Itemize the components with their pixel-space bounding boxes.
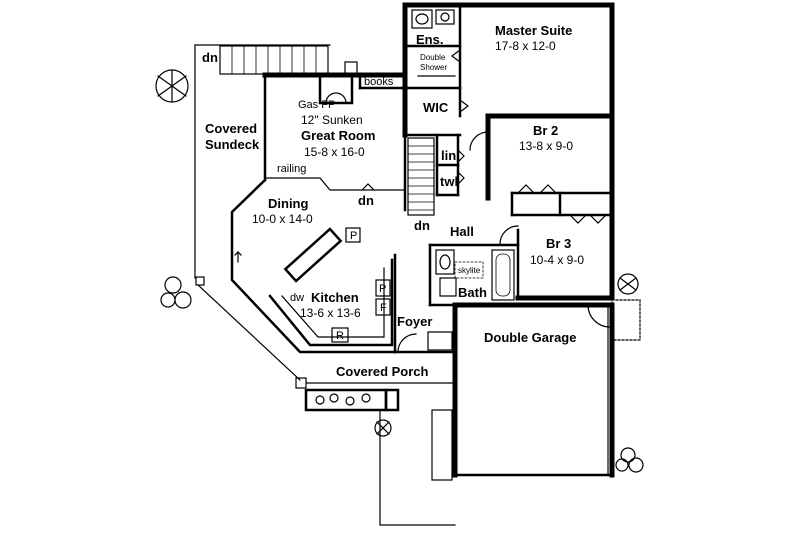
books-label: books [364,76,394,88]
shrub-icon [374,419,392,437]
skylite-outline [454,261,484,279]
toilet-icon [411,9,433,29]
double-shower-label-2: Shower [420,63,447,72]
double-shower-label-1: Double [420,53,446,62]
range-label: R [336,330,344,342]
railing-label: railing [277,163,306,175]
bath-sink-icon [439,277,457,297]
door-swing-wic [459,99,469,113]
kitchen-label: Kitchen [311,290,359,305]
pantry-box-1 [345,227,361,243]
fridge-label: F [380,302,387,314]
dining-dims: 10-0 x 14-0 [252,212,313,226]
bath-toilet-icon [435,249,455,275]
sundeck-stair-dn: dn [202,50,218,65]
great-room-sunken-label: 12" Sunken [301,113,363,127]
lin-twl-doors [457,149,465,185]
door-swing-br2 [469,131,489,151]
kitchen-dims: 13-6 x 13-6 [300,306,361,320]
sundeck-label-1: Covered [205,121,257,136]
tree-icon [155,69,189,103]
master-suite-walls [402,2,615,138]
chimney [344,61,358,75]
br3-dims: 10-4 x 9-0 [530,253,584,267]
hall-label: Hall [450,224,474,239]
br2-label: Br 2 [533,123,558,138]
shrub-icon [615,447,644,473]
ensuite-label: Ens. [416,32,443,47]
hall-stair-dn: dn [414,218,430,233]
great-room-step-arrow [361,183,375,191]
gas-fp-label: Gas FP [298,99,335,111]
bathtub-icon [491,249,515,301]
skylite-label: skylite [458,266,481,275]
deck-stair [219,45,329,75]
hall-stair [407,137,435,216]
master-suite-dims: 17-8 x 12-0 [495,39,556,53]
great-room-dn: dn [358,193,374,208]
closet-doors-br3 [569,214,607,224]
railing-line [264,177,406,191]
door-swing-br3 [499,225,519,245]
foyer-label: Foyer [397,314,432,329]
fridge-box [375,298,391,316]
master-suite-label: Master Suite [495,23,572,38]
garage-side-door [587,304,611,328]
great-room-walls [262,61,408,191]
garage-side-path [611,299,641,341]
kitchen-island [283,227,343,283]
porch-column [384,388,400,412]
garage-walls [452,299,641,478]
shrub-icon [160,276,192,309]
sundeck-outline [194,44,331,381]
dining-kitchen-walls [230,178,397,354]
porch-label: Covered Porch [336,364,429,379]
br3-label: Br 3 [546,236,571,251]
range-box [331,327,349,343]
bath-label: Bath [458,285,487,300]
twl-label: twl [440,174,458,189]
fireplace-icon [318,73,354,105]
pantry-box-2 [375,279,391,297]
door-swing-ens [451,49,461,63]
dining-arrow [234,251,242,263]
deck-post [195,276,205,286]
great-room-label: Great Room [301,128,375,143]
garage-label: Double Garage [484,330,576,345]
entry-door-swing [397,333,417,353]
porch-post [295,377,307,389]
porch-outline [295,377,456,526]
kitchen-counter-outer [268,258,394,347]
great-room-dims: 15-8 x 16-0 [304,145,365,159]
kitchen-counter-inner [281,267,385,338]
br2-dims: 13-8 x 9-0 [519,139,573,153]
closet-doors-br2 [517,184,557,194]
wic-label: WIC [423,100,449,115]
pantry-label-2: P [379,283,386,295]
dining-label: Dining [268,196,308,211]
lin-label: lin [441,148,456,163]
bedroom-walls [469,113,615,301]
walkway-planter [431,409,453,481]
foyer-closet [427,331,453,351]
shrub-icon [617,273,639,295]
sundeck-label-2: Sundeck [205,137,260,152]
pantry-label-1: P [350,230,357,242]
dw-label: dw [290,292,304,304]
sink-icon [435,9,455,25]
